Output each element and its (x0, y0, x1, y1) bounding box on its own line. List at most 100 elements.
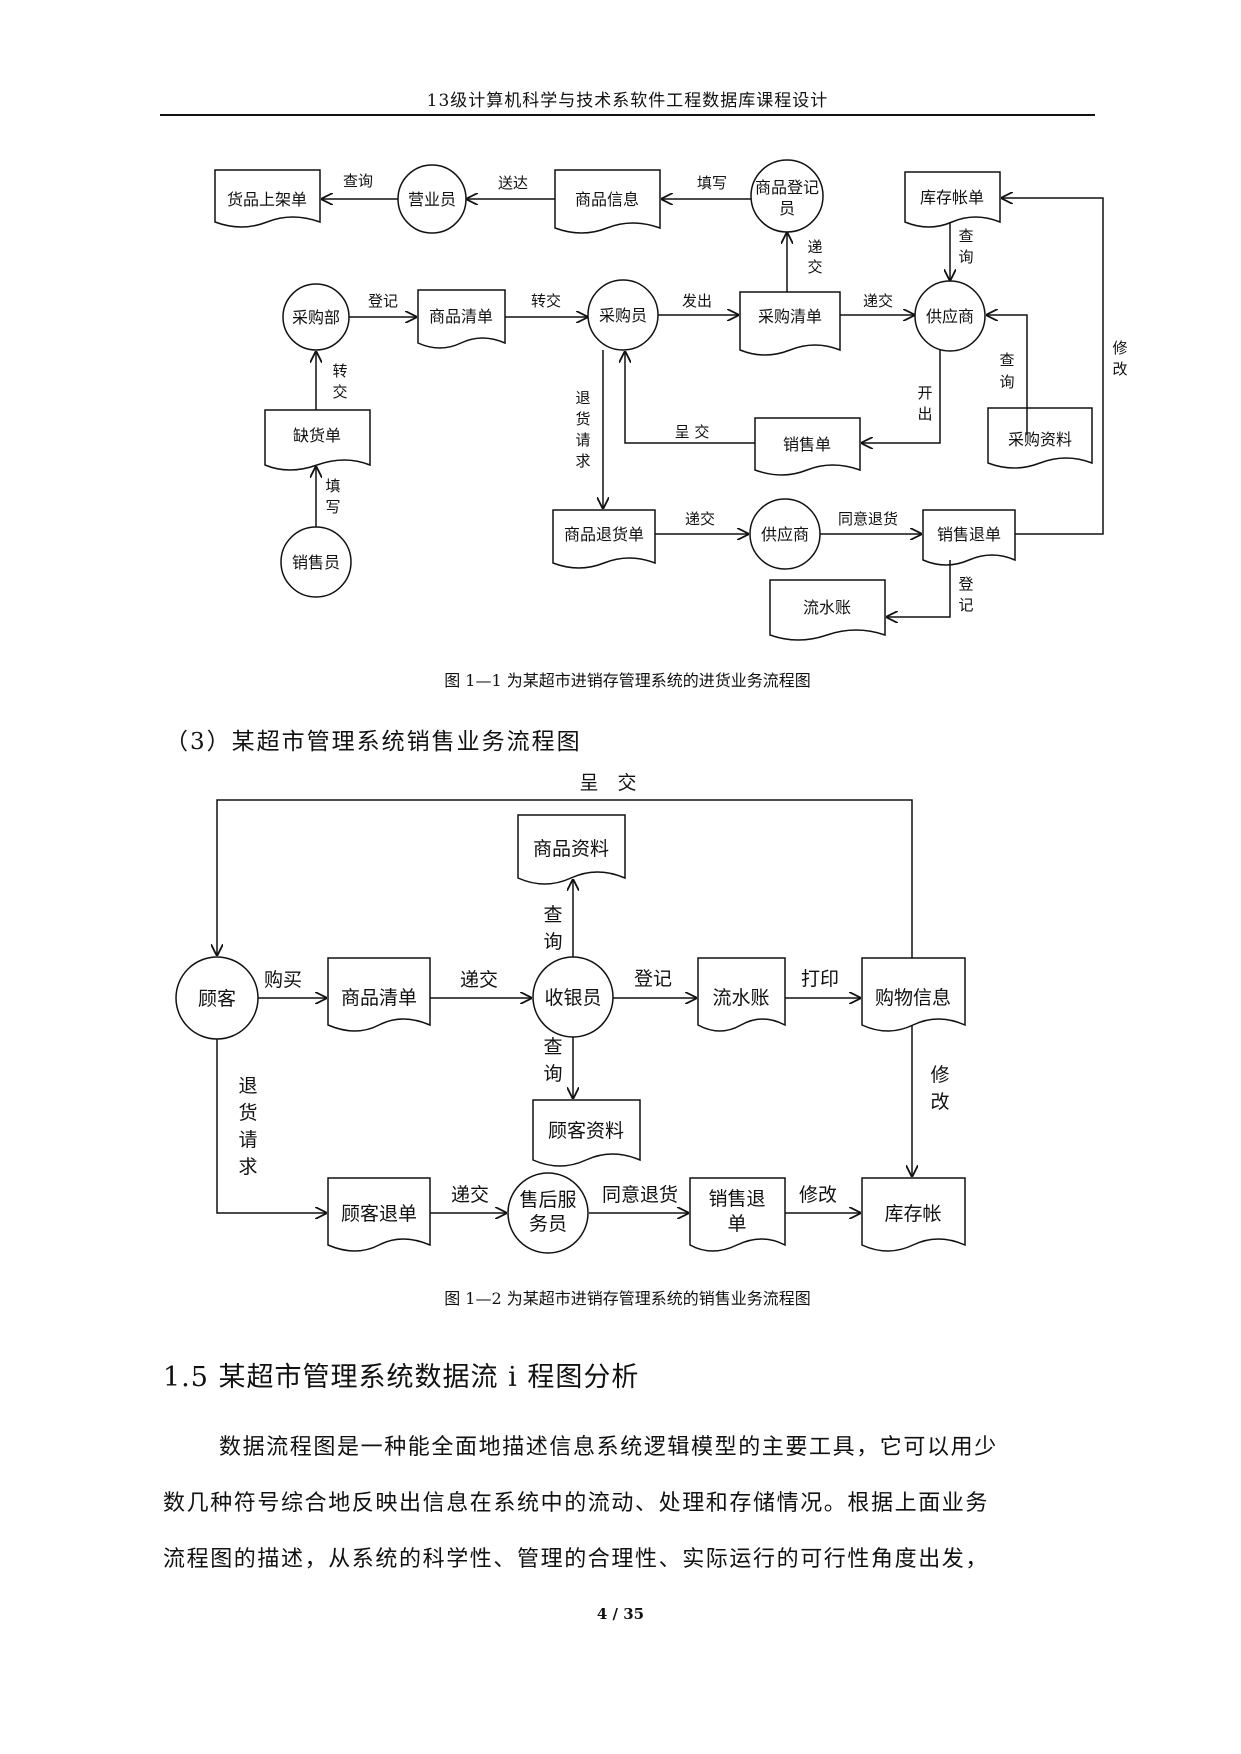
doc-customer-return (327, 1177, 431, 1252)
label-submit-2: 递交 (460, 969, 498, 991)
label-return-v4: 求 (575, 452, 590, 470)
node-goods-list: 商品清单 (429, 307, 493, 326)
page-number: 4 / 35 (596, 1605, 645, 1623)
label-register: 登记 (368, 292, 398, 310)
label-query-down-v1: 查 (543, 1036, 562, 1058)
label-modify-v1: 修 (1112, 339, 1127, 357)
node-buyer: 采购员 (599, 306, 647, 325)
node-salesperson: 销售员 (292, 553, 340, 572)
doc-goods-list-2 (327, 957, 431, 1032)
doc-sales-return-2 (689, 1177, 786, 1252)
doc-goods-list (417, 289, 506, 349)
node-goods-data: 商品资料 (533, 838, 609, 860)
label-return-v2: 货 (575, 410, 590, 428)
doc-purchase-data (987, 407, 1093, 469)
label-return-v3-2: 请 (238, 1129, 257, 1151)
node-registrar-line2: 员 (779, 199, 795, 218)
label-open-v1: 开 (917, 384, 932, 402)
node-after-sales-line1: 售后服 (519, 1189, 576, 1211)
label-issue: 发出 (682, 292, 712, 310)
circle-after-sales (507, 1172, 589, 1254)
label-submit-v1: 递 (807, 238, 822, 256)
doc-ledger-2 (697, 957, 786, 1032)
doc-shelf-list (214, 169, 321, 228)
running-header: 13级计算机科学与技术系软件工程数据库课程设计 (426, 91, 829, 111)
label-query-up-v1: 查 (543, 904, 562, 926)
section-title: 1.5 某超市管理系统数据流 i 程图分析 (163, 1362, 640, 1393)
paragraph-line-2: 数几种符号综合地反映出信息在系统中的流动、处理和存储情况。根据上面业务 (163, 1491, 990, 1516)
label-modify-v2-2: 改 (930, 1091, 949, 1113)
label-return-v2-2: 货 (238, 1102, 257, 1124)
doc-return-list (552, 509, 656, 569)
node-cashier: 收银员 (544, 987, 601, 1009)
node-customer-data: 顾客资料 (548, 1120, 624, 1142)
doc-customer-data (532, 1099, 641, 1167)
doc-shopping-info (861, 957, 966, 1032)
doc-sales-slip (754, 417, 861, 476)
label-register-2: 登记 (634, 968, 672, 990)
figure-1-caption: 图 1—1 为某超市进销存管理系统的进货业务流程图 (444, 671, 811, 690)
label-submit2: 递交 (685, 510, 715, 528)
body-paragraph: 数据流程图是一种能全面地描述信息系统逻辑模型的主要工具，它可以用少 数几种符号综… (163, 1420, 1098, 1588)
doc-sales-return (922, 509, 1016, 566)
label-modify-v2: 改 (1112, 360, 1127, 378)
node-ledger-2: 流水账 (712, 987, 769, 1009)
doc-stock-account (904, 171, 1001, 228)
node-shelf-list: 货品上架单 (227, 190, 307, 209)
label-print: 打印 (801, 968, 839, 990)
label-return-v1-2: 退 (238, 1075, 257, 1097)
label-fill-v1: 填 (325, 477, 340, 495)
label-transfer-v2: 交 (332, 383, 347, 401)
node-purchase-list: 采购清单 (758, 307, 822, 326)
node-sales-slip: 销售单 (783, 435, 831, 454)
node-goods-list-2: 商品清单 (341, 987, 417, 1009)
label-agree-return: 同意退货 (838, 510, 898, 528)
node-return-list: 商品退货单 (564, 525, 644, 544)
doc-shortage-list (264, 409, 371, 471)
paragraph-line-3: 流程图的描述，从系统的科学性、管理的合理性、实际运行的可行性角度出发， (163, 1547, 990, 1572)
label-present-2: 呈 交 (579, 772, 636, 794)
node-customer: 顾客 (198, 988, 236, 1010)
label-transfer-v1: 转 (332, 362, 347, 380)
label-return-v1: 退 (575, 389, 590, 407)
figure-2-caption: 图 1—2 为某超市进销存管理系统的销售业务流程图 (444, 1289, 811, 1308)
doc-stock-account-2 (861, 1177, 966, 1252)
label-deliver: 送达 (498, 174, 528, 192)
label-fill: 填写 (697, 174, 727, 192)
label-query-down-v2: 询 (543, 1063, 562, 1085)
node-after-sales-line2: 务员 (529, 1213, 567, 1235)
node-shortage-list: 缺货单 (293, 426, 341, 445)
label-transfer: 转交 (531, 292, 561, 310)
label-present: 呈 交 (675, 423, 710, 441)
node-registrar-line1: 商品登记 (755, 178, 819, 197)
node-sales-return: 销售退单 (937, 525, 1001, 544)
node-ledger: 流水账 (803, 598, 851, 617)
label-fill-v2: 写 (325, 498, 340, 516)
doc-goods-data (517, 814, 626, 885)
label-modify-2: 修改 (799, 1184, 837, 1206)
label-agree-return-2: 同意退货 (602, 1184, 678, 1206)
label-query-v2: 询 (958, 248, 973, 266)
node-purchase-data: 采购资料 (1008, 430, 1072, 449)
label-modify-v1-2: 修 (930, 1064, 949, 1086)
label-reg-v2: 记 (958, 596, 973, 614)
label-query-v1: 查 (958, 227, 973, 245)
node-sales-return-line1: 销售退 (708, 1188, 765, 1210)
label-submit2-2: 递交 (451, 1184, 489, 1206)
node-purchase-dept: 采购部 (292, 308, 340, 327)
label-submit: 递交 (863, 292, 893, 310)
label-open-v2: 出 (917, 405, 932, 423)
subheading: （3）某超市管理系统销售业务流程图 (165, 729, 582, 755)
node-clerk: 营业员 (408, 190, 456, 209)
label-buy: 购买 (264, 969, 302, 991)
label-return-v3: 请 (575, 431, 590, 449)
doc-ledger (769, 579, 886, 641)
node-customer-return: 顾客退单 (341, 1203, 417, 1225)
header-rule (160, 114, 1095, 116)
node-supplier2: 供应商 (761, 525, 809, 544)
label-query2-v2: 询 (999, 373, 1014, 391)
doc-purchase-list (739, 291, 841, 356)
paragraph-line-1: 数据流程图是一种能全面地描述信息系统逻辑模型的主要工具，它可以用少 (219, 1435, 998, 1460)
